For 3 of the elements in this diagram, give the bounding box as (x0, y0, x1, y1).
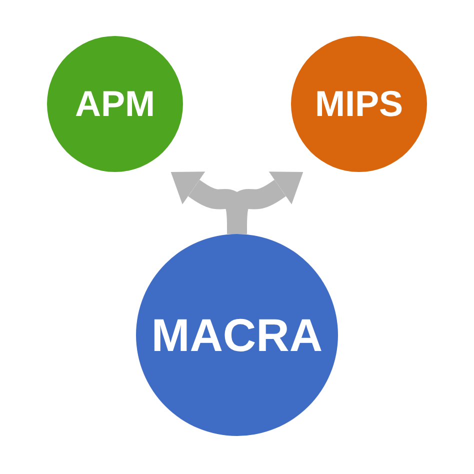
node-label: MACRA (151, 308, 323, 362)
node-label: MIPS (314, 83, 403, 125)
node-label: APM (75, 83, 155, 125)
